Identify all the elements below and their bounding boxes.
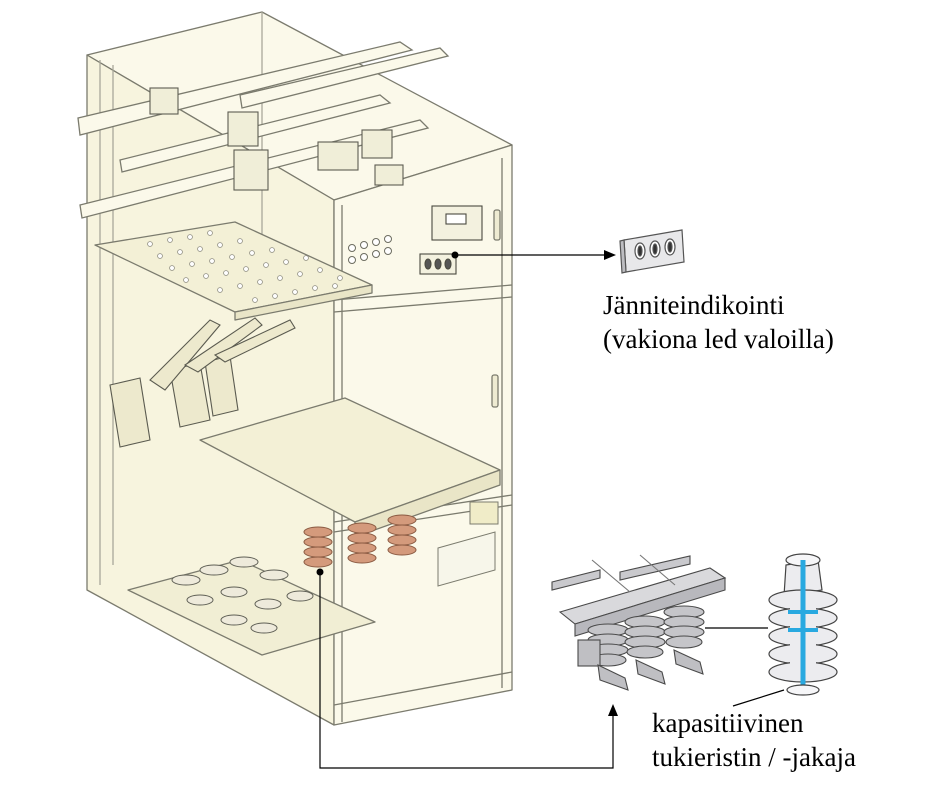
front-divider-1 bbox=[333, 284, 513, 301]
arrowhead-voltage bbox=[604, 250, 616, 260]
leader-line-insulator bbox=[319, 572, 614, 769]
arrowhead-insulator bbox=[608, 704, 618, 716]
voltage-indication-line2: (vakiona led valoilla) bbox=[603, 324, 834, 354]
cable-terminations bbox=[171, 556, 314, 634]
front-control-panel bbox=[419, 205, 483, 275]
capacitive-divider-insulator bbox=[732, 553, 838, 707]
insulator-callout bbox=[316, 568, 618, 769]
voltage-indicator-callout bbox=[451, 250, 616, 260]
front-indicator-lamps bbox=[348, 235, 392, 264]
front-divider-2 bbox=[333, 296, 513, 313]
shelf-perforations bbox=[147, 230, 343, 303]
voltage-indication-label: Jänniteindikointi (vakiona led valoilla) bbox=[603, 288, 834, 356]
top-terminal-blocks bbox=[149, 87, 404, 191]
leader-line-divider bbox=[732, 689, 785, 707]
relay-screen bbox=[445, 213, 467, 225]
capacitive-insulator-label: kapasitiivinen tukieristin / -jakaja bbox=[652, 706, 856, 774]
capacitive-insulator-line1: kapasitiivinen bbox=[652, 708, 804, 738]
perforated-shelf-edge bbox=[234, 284, 373, 321]
capacitive-insulator-line2: tukieristin / -jakaja bbox=[652, 742, 856, 772]
door-handle-upper bbox=[493, 209, 501, 241]
door-handle-lower bbox=[491, 374, 499, 408]
insulator-assembly bbox=[551, 554, 768, 691]
cabinet-insulators bbox=[303, 514, 417, 568]
bus-connectors bbox=[109, 317, 296, 448]
voltage-indicator-unit bbox=[619, 229, 685, 274]
voltage-indication-line1: Jänniteindikointi bbox=[603, 290, 785, 320]
cable-compartment bbox=[437, 501, 499, 587]
front-base bbox=[333, 671, 513, 706]
